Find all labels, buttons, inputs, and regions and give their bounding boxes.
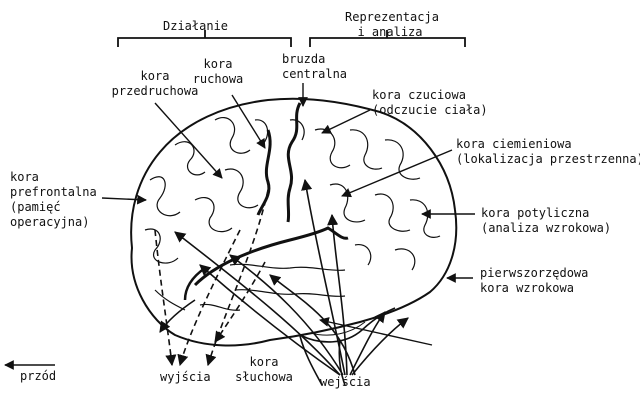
input-pathways [174,178,409,376]
label-pointers [4,83,475,370]
header-action: Działanie [163,19,229,33]
label-premotor-cortex: kora przedruchowa [100,69,210,99]
label-prefrontal-line2: prefrontalna [10,185,97,199]
label-occipital-line1: kora potyliczna [481,206,590,220]
label-prefrontal-line1: kora [10,170,39,184]
label-somatosensory-cortex: kora czuciowa (odczucie ciała) [372,88,488,118]
label-motor-cortex: kora ruchowa [183,57,253,87]
label-primary-visual-cortex: pierwszorzędowa kora wzrokowa [480,266,588,296]
somatosensory-pointer [321,109,371,134]
label-sulcus-line2: centralna [282,67,348,81]
label-prefrontal-line4: operacyjna) [10,215,90,229]
header-representation-line1: Reprezentacja [345,10,439,24]
auditory-pointer [319,317,433,346]
label-outputs: wyjścia [160,370,211,384]
prefrontal-pointer [101,194,147,205]
gyri [144,117,441,311]
lateral-fissure [193,226,349,287]
label-visual-line1: pierwszorzędowa [480,266,589,280]
label-occipital-line2: (analiza wzrokowa) [481,221,612,235]
precentral-sulcus [256,129,272,216]
feedback-arrow [159,299,196,333]
label-parietal-line1: kora ciemieniowa [456,137,572,151]
header-representation: Reprezentacja i analiza [345,10,439,40]
label-motor-line2: ruchowa [192,72,244,86]
label-visual-line2: kora wzrokowa [480,281,574,295]
label-prefrontal-cortex: kora prefrontalna (pamięć operacyjna) [10,170,97,230]
label-auditory-cortex: kora słuchowa [234,355,294,385]
label-front: przód [20,369,57,383]
label-premotor-line1: kora [140,69,170,83]
label-parietal-cortex: kora ciemieniowa (lokalizacja przestrzen… [456,137,640,167]
label-auditory-line2: słuchowa [235,370,293,384]
motor-pointer [231,94,266,149]
label-prefrontal-line3: (pamięć [10,200,61,214]
label-auditory-line1: kora [249,355,279,369]
label-central-sulcus: bruzda centralna [282,52,347,82]
action-bracket [117,30,292,47]
label-sulcus-line1: bruzda [282,52,326,66]
brain-outline [130,97,458,347]
brain-stem [299,335,346,386]
parietal-pointer [341,149,453,198]
output-pathways [154,189,269,367]
central-sulcus [286,102,302,223]
header-representation-line2: i analiza [357,25,423,39]
label-occipital-cortex: kora potyliczna (analiza wzrokowa) [481,206,611,236]
label-motor-line1: kora [203,57,233,71]
label-somato-line2: (odczucie ciała) [372,103,488,117]
label-somato-line1: kora czuciowa [372,88,466,102]
label-parietal-line2: (lokalizacja przestrzenna) [456,152,640,166]
label-premotor-line2: przedruchowa [111,84,199,98]
representation-bracket [309,30,466,47]
label-inputs: wejścia [320,375,371,389]
premotor-pointer [154,102,223,179]
